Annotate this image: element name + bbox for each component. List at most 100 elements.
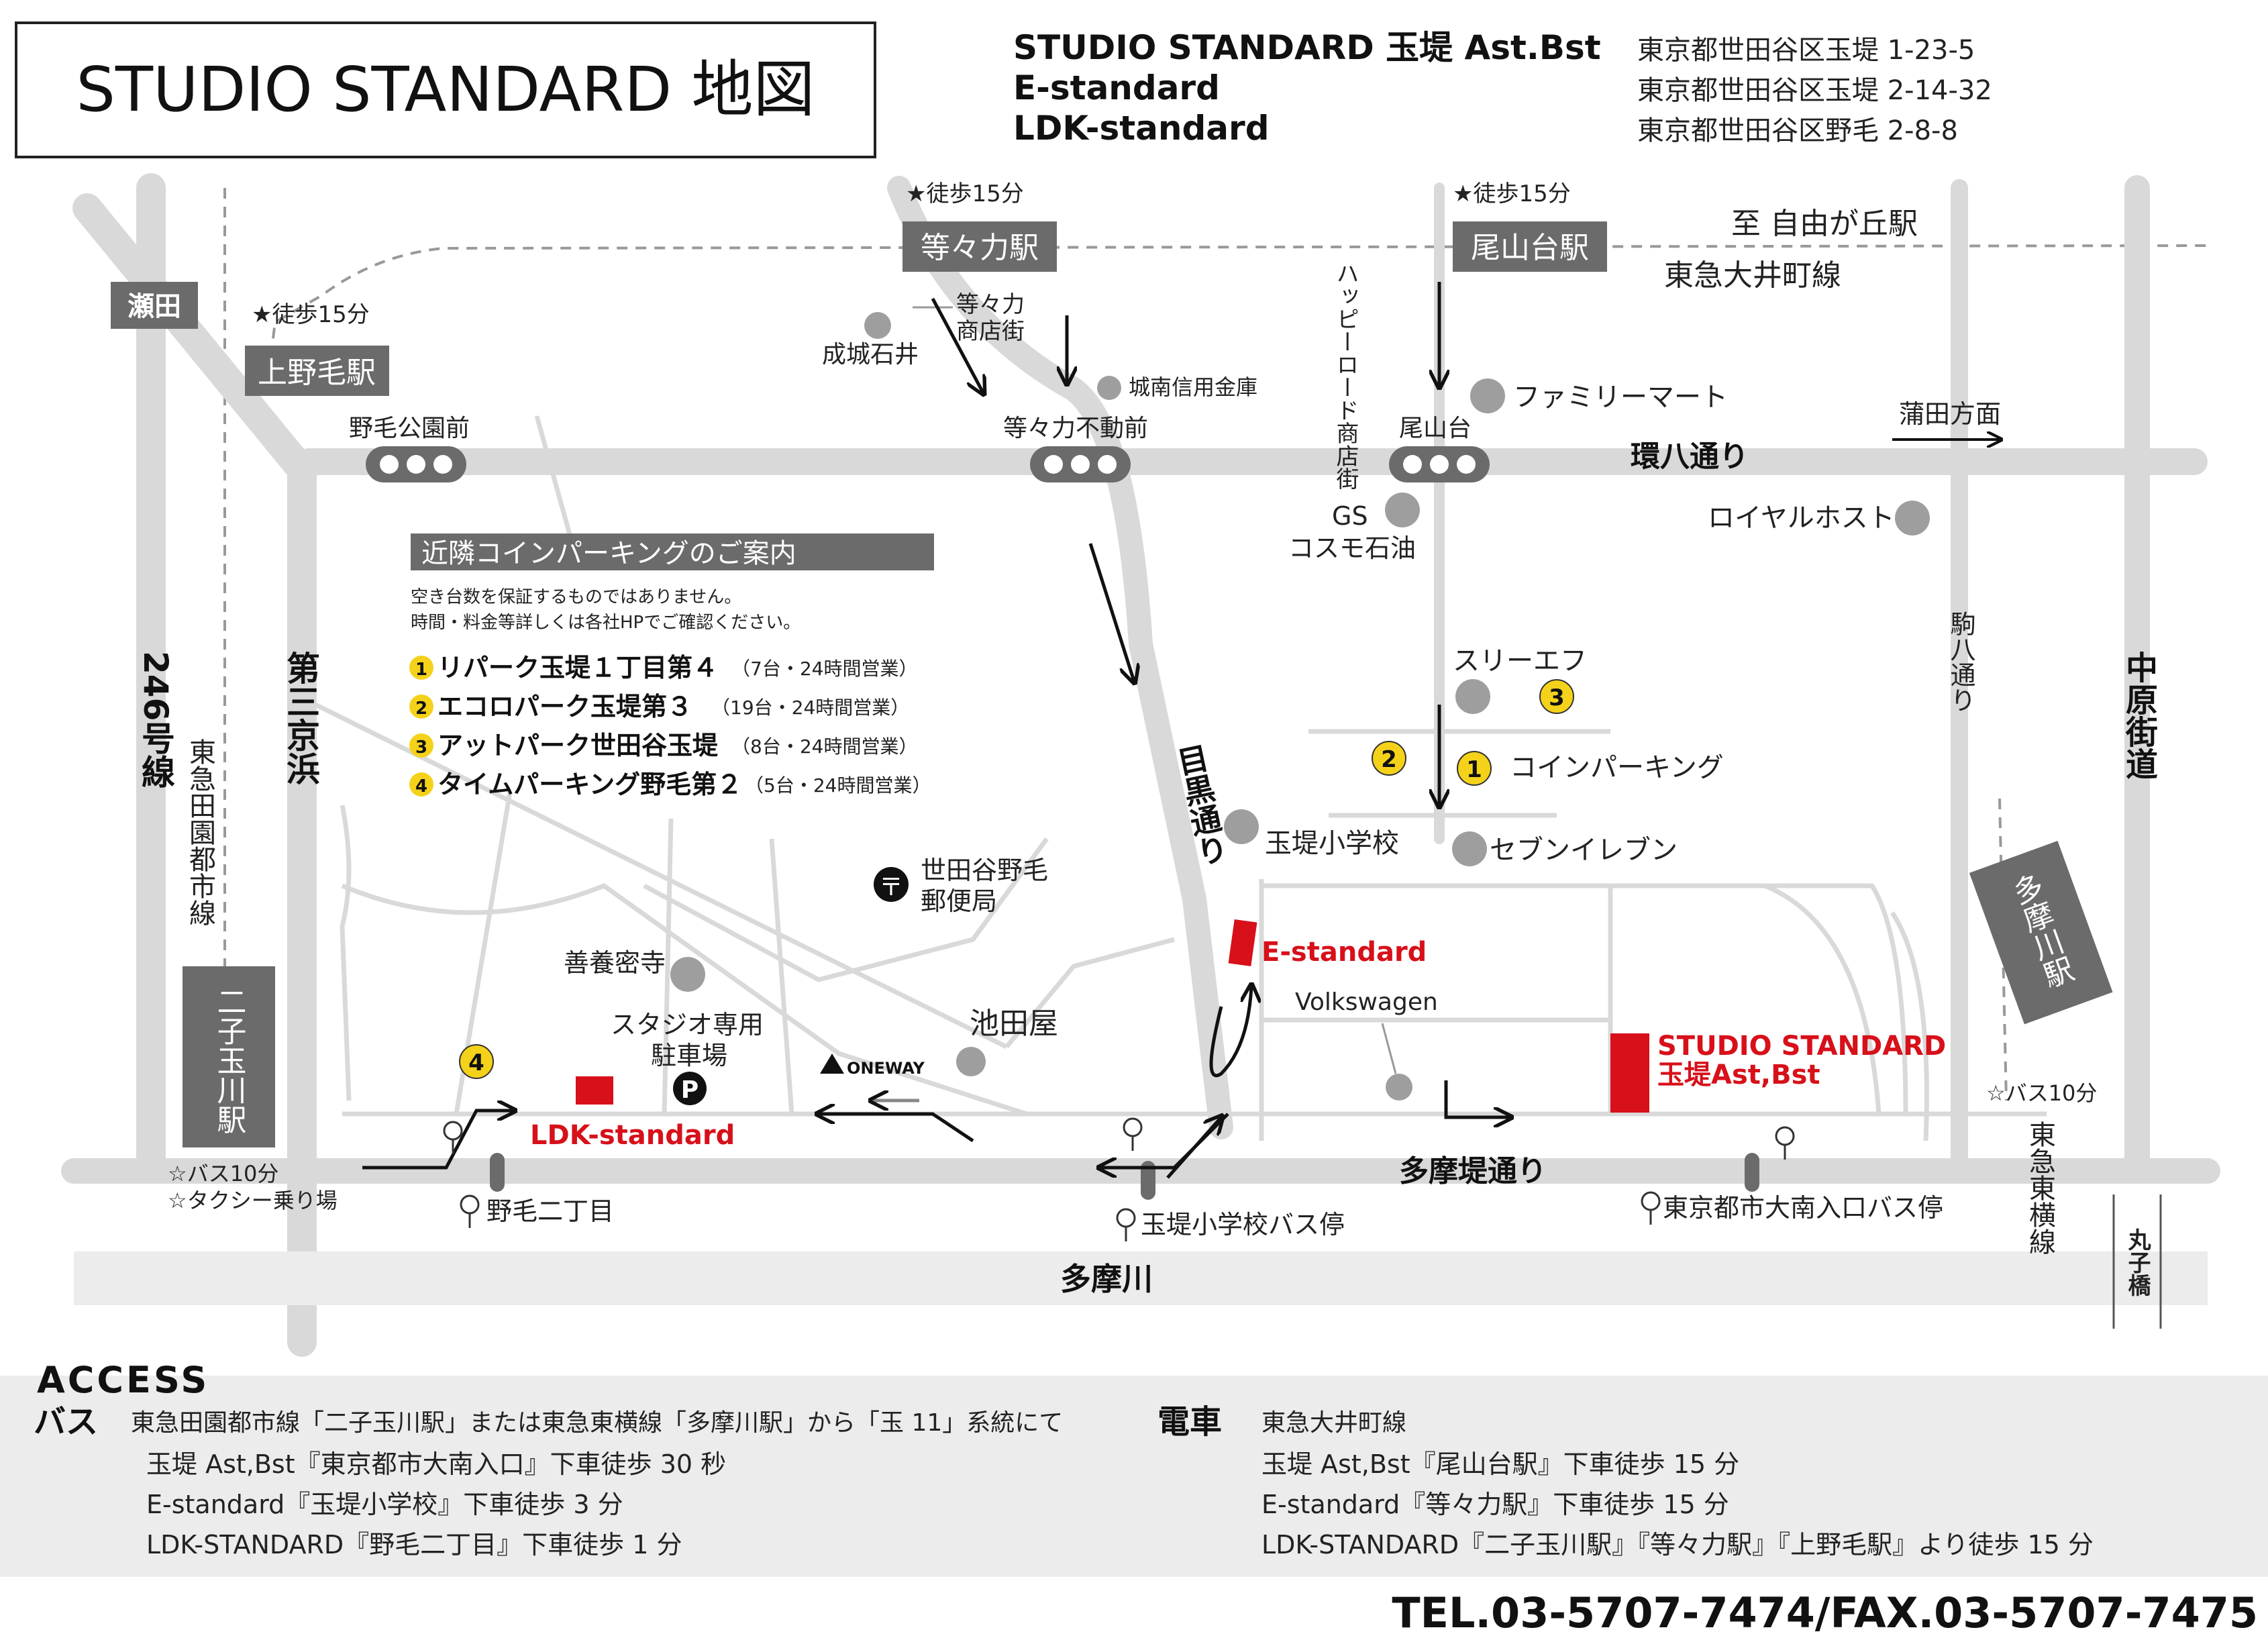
studio-parking-label: スタジオ専用駐車場 bbox=[611, 1010, 764, 1070]
parking-guide-note2: 時間・料金等詳しくは各社HPでご確認ください。 bbox=[411, 613, 801, 633]
komahachi-label: 駒八通り bbox=[1946, 611, 1975, 713]
volkswagen-label: Volkswagen bbox=[1295, 988, 1438, 1016]
signal-nogepark bbox=[366, 446, 466, 482]
kamata-label: 蒲田方面 bbox=[1899, 399, 2001, 429]
parking-icon: P bbox=[673, 1072, 707, 1105]
store-address-1: 東京都世田谷区玉堤 1-23-5 bbox=[1637, 35, 1975, 66]
nogepark-intersection: 野毛公園前 bbox=[349, 415, 470, 442]
oyamadai-station-name: 尾山台駅 bbox=[1471, 231, 1589, 265]
studio-marker bbox=[1610, 1033, 1649, 1113]
bus-stop-school: 玉堤小学校バス停 bbox=[1141, 1210, 1345, 1239]
denentoshi-label: 東急田園都市線 bbox=[185, 738, 216, 926]
todoroki-station-box bbox=[903, 221, 1057, 272]
tamazutsumi-label: 多摩堤通り bbox=[1399, 1154, 1547, 1188]
train-line-2: 玉堤 Ast,Bst『尾山台駅』下車徒歩 15 分 bbox=[1261, 1449, 1739, 1479]
svg-text:3: 3 bbox=[1549, 684, 1565, 711]
svg-text:1: 1 bbox=[415, 660, 427, 680]
nakahara-label: 中原街道 bbox=[2120, 651, 2159, 780]
tamagawa-station-box bbox=[1969, 840, 2113, 1025]
studio-map-label-1: STUDIO STANDARD bbox=[1657, 1031, 1946, 1062]
oyamadai-station-box bbox=[1453, 221, 1607, 272]
contact-tel-fax: TEL.03-5707-7474/FAX.03-5707-7475 bbox=[1392, 1588, 2258, 1636]
poi-dots bbox=[670, 312, 1930, 1101]
oneway-icon: ONEWAY bbox=[820, 1054, 925, 1101]
jonan-label: 城南信用金庫 bbox=[1129, 374, 1257, 400]
ldk-marker bbox=[576, 1076, 613, 1105]
access-heading: ACCESS bbox=[37, 1359, 209, 1401]
svg-text:2: 2 bbox=[415, 699, 427, 719]
parking-markers: 1 2 3 4 bbox=[459, 679, 1574, 1079]
kaminoge-station-box bbox=[245, 346, 389, 396]
threef-label: スリーエフ bbox=[1453, 646, 1587, 676]
title-box bbox=[15, 21, 876, 158]
tamagawa-bus-note: ☆バス10分 bbox=[1986, 1080, 2097, 1106]
todoroki-walk-time: ★徒歩15分 bbox=[906, 181, 1024, 207]
jiyugaoka-label: 至 自由が丘駅 bbox=[1731, 207, 1918, 241]
futakotamagawa-station-name: 二子玉川駅 bbox=[212, 986, 246, 1134]
studio-parking-line2: 駐車場 bbox=[651, 1041, 727, 1070]
train-label: 電車 bbox=[1157, 1403, 1222, 1441]
svg-text:エコロパーク玉堤第３: エコロパーク玉堤第３ bbox=[437, 692, 692, 721]
store-name-1: STUDIO STANDARD 玉堤 Ast.Bst bbox=[1013, 28, 1601, 67]
signal-oyamadai bbox=[1389, 446, 1490, 482]
estandard-map-label: E-standard bbox=[1261, 937, 1427, 968]
seta-label: 瀬田 bbox=[127, 291, 181, 322]
svg-text:〒: 〒 bbox=[879, 874, 903, 901]
tama-river bbox=[74, 1251, 2208, 1305]
kaminoge-station-name: 上野毛駅 bbox=[258, 356, 376, 390]
seijo-label: 成城石井 bbox=[822, 341, 919, 368]
svg-text:1: 1 bbox=[1466, 756, 1482, 783]
parking-guide-list: 1 リパーク玉堤１丁目第４ （7台・24時間営業） 2 エコロパーク玉堤第３ （… bbox=[409, 653, 931, 799]
oyamadai-walk-time: ★徒歩15分 bbox=[1453, 181, 1571, 207]
bus-stop-icons bbox=[443, 1117, 1795, 1241]
svg-text:（8台・24時間営業）: （8台・24時間営業） bbox=[731, 735, 917, 758]
daisan-label: 第三京浜 bbox=[281, 651, 320, 785]
store-address-3: 東京都世田谷区野毛 2-8-8 bbox=[1637, 115, 1958, 146]
train-line-1: 東急大井町線 bbox=[1261, 1409, 1406, 1437]
small-signals bbox=[490, 1153, 1759, 1200]
store-name-2: E-standard bbox=[1013, 68, 1220, 107]
futakotamagawa-taxi-note: ☆タクシー乗り場 bbox=[168, 1188, 338, 1213]
svg-text:リパーク玉堤１丁目第４: リパーク玉堤１丁目第４ bbox=[437, 653, 718, 682]
seven-label: セブンイレブン bbox=[1490, 835, 1678, 866]
maruko-label: 丸子橋 bbox=[2124, 1228, 2151, 1296]
bus-line-3: E-standard『玉堤小学校』下車徒歩 3 分 bbox=[146, 1490, 623, 1519]
school-label: 玉堤小学校 bbox=[1265, 828, 1399, 859]
page-title: STUDIO STANDARD 地図 bbox=[76, 54, 815, 125]
tamagawa-river-label: 多摩川 bbox=[1060, 1261, 1153, 1297]
svg-text:2: 2 bbox=[1381, 746, 1397, 773]
train-line-4: LDK-STANDARD『二子玉川駅』『等々力駅』『上野毛駅』より徒歩 15 分 bbox=[1261, 1530, 2094, 1560]
store-address-2: 東京都世田谷区玉堤 2-14-32 bbox=[1637, 75, 1992, 106]
oyamadai-intersection: 尾山台 bbox=[1399, 415, 1472, 442]
signal-fudomae bbox=[1030, 446, 1131, 482]
oneway-label: ONEWAY bbox=[847, 1059, 925, 1078]
bus-line-1: 東急田園都市線「二子玉川駅」または東急東横線「多摩川駅」から「玉 11」系統にて bbox=[131, 1409, 1063, 1437]
kanpachi-label: 環八通り bbox=[1631, 440, 1749, 474]
svg-text:4: 4 bbox=[415, 776, 427, 797]
post-office-label: 世田谷野毛郵便局 bbox=[921, 856, 1048, 916]
royal-host-label: ロイヤルホスト bbox=[1708, 503, 1895, 533]
parking-guide-header-box bbox=[411, 533, 934, 570]
route-arrows bbox=[362, 282, 1510, 1179]
fudomae-intersection: 等々力不動前 bbox=[1003, 415, 1148, 442]
parking-guide-note1: 空き台数を保証するものではありません。 bbox=[411, 587, 741, 607]
bus-stop-daiminami: 東京都市大南入口バス停 bbox=[1663, 1193, 1943, 1223]
svg-text:タイムパーキング野毛第２: タイムパーキング野毛第２ bbox=[437, 770, 742, 799]
svg-text:アットパーク世田谷玉堤: アットパーク世田谷玉堤 bbox=[437, 731, 719, 760]
post-office-line1: 世田谷野毛 bbox=[921, 856, 1048, 885]
todoroki-station-name: 等々力駅 bbox=[921, 231, 1039, 265]
futakotamagawa-station-box bbox=[183, 966, 275, 1147]
gs-label: GS bbox=[1332, 501, 1368, 531]
todoroki-shotengai-line1: 等々力 bbox=[956, 291, 1025, 318]
post-office-icon: 〒 bbox=[874, 867, 909, 902]
studio-map-label-2: 玉堤Ast,Bst bbox=[1657, 1060, 1820, 1090]
post-office-line2: 郵便局 bbox=[921, 886, 997, 916]
bus-label: バス bbox=[34, 1403, 98, 1441]
ikedaya-label: 池田屋 bbox=[970, 1007, 1058, 1041]
estandard-marker bbox=[1228, 919, 1257, 967]
bus-stop-noge2: 野毛二丁目 bbox=[486, 1196, 614, 1226]
happy-road-label: ハッピーロード商店街 bbox=[1332, 262, 1359, 490]
svg-text:P: P bbox=[681, 1076, 699, 1104]
maruko-lines bbox=[2112, 1194, 2162, 1329]
toyoko-label: 東急東横線 bbox=[2024, 1121, 2055, 1255]
